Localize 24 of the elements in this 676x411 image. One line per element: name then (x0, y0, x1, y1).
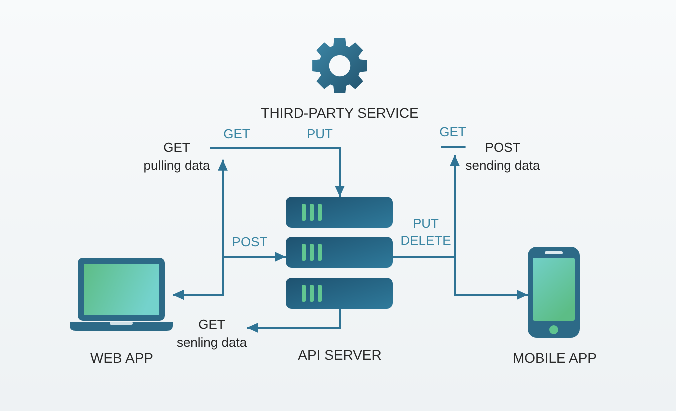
node-text: senling data (176, 334, 248, 352)
node-caption: API SERVER (298, 346, 382, 364)
laptop-icon (70, 258, 173, 331)
node-heading: POST (485, 139, 521, 157)
arrow (393, 155, 460, 258)
edge-label: GET (224, 126, 250, 142)
arrow (173, 160, 228, 300)
node-text: pulling data (144, 157, 210, 175)
arrow (247, 309, 341, 333)
connector-line (441, 146, 466, 148)
method-label: PUT (307, 126, 333, 142)
node-heading: GET (164, 139, 190, 157)
edge-label: GET (440, 124, 466, 140)
edge-label: PUT DELETE (400, 215, 452, 249)
gear-icon (312, 38, 368, 94)
arrow (210, 147, 345, 197)
node-caption: THIRD-PARTY SERVICE (261, 104, 419, 122)
node-text: sending data (466, 157, 540, 175)
server-icon (286, 197, 393, 309)
edge-label: POST (232, 234, 268, 250)
node-caption: WEB APP (90, 349, 154, 367)
node-heading: GET (198, 316, 226, 334)
phone-icon (528, 247, 580, 338)
node-caption: MOBILE APP (512, 349, 598, 367)
